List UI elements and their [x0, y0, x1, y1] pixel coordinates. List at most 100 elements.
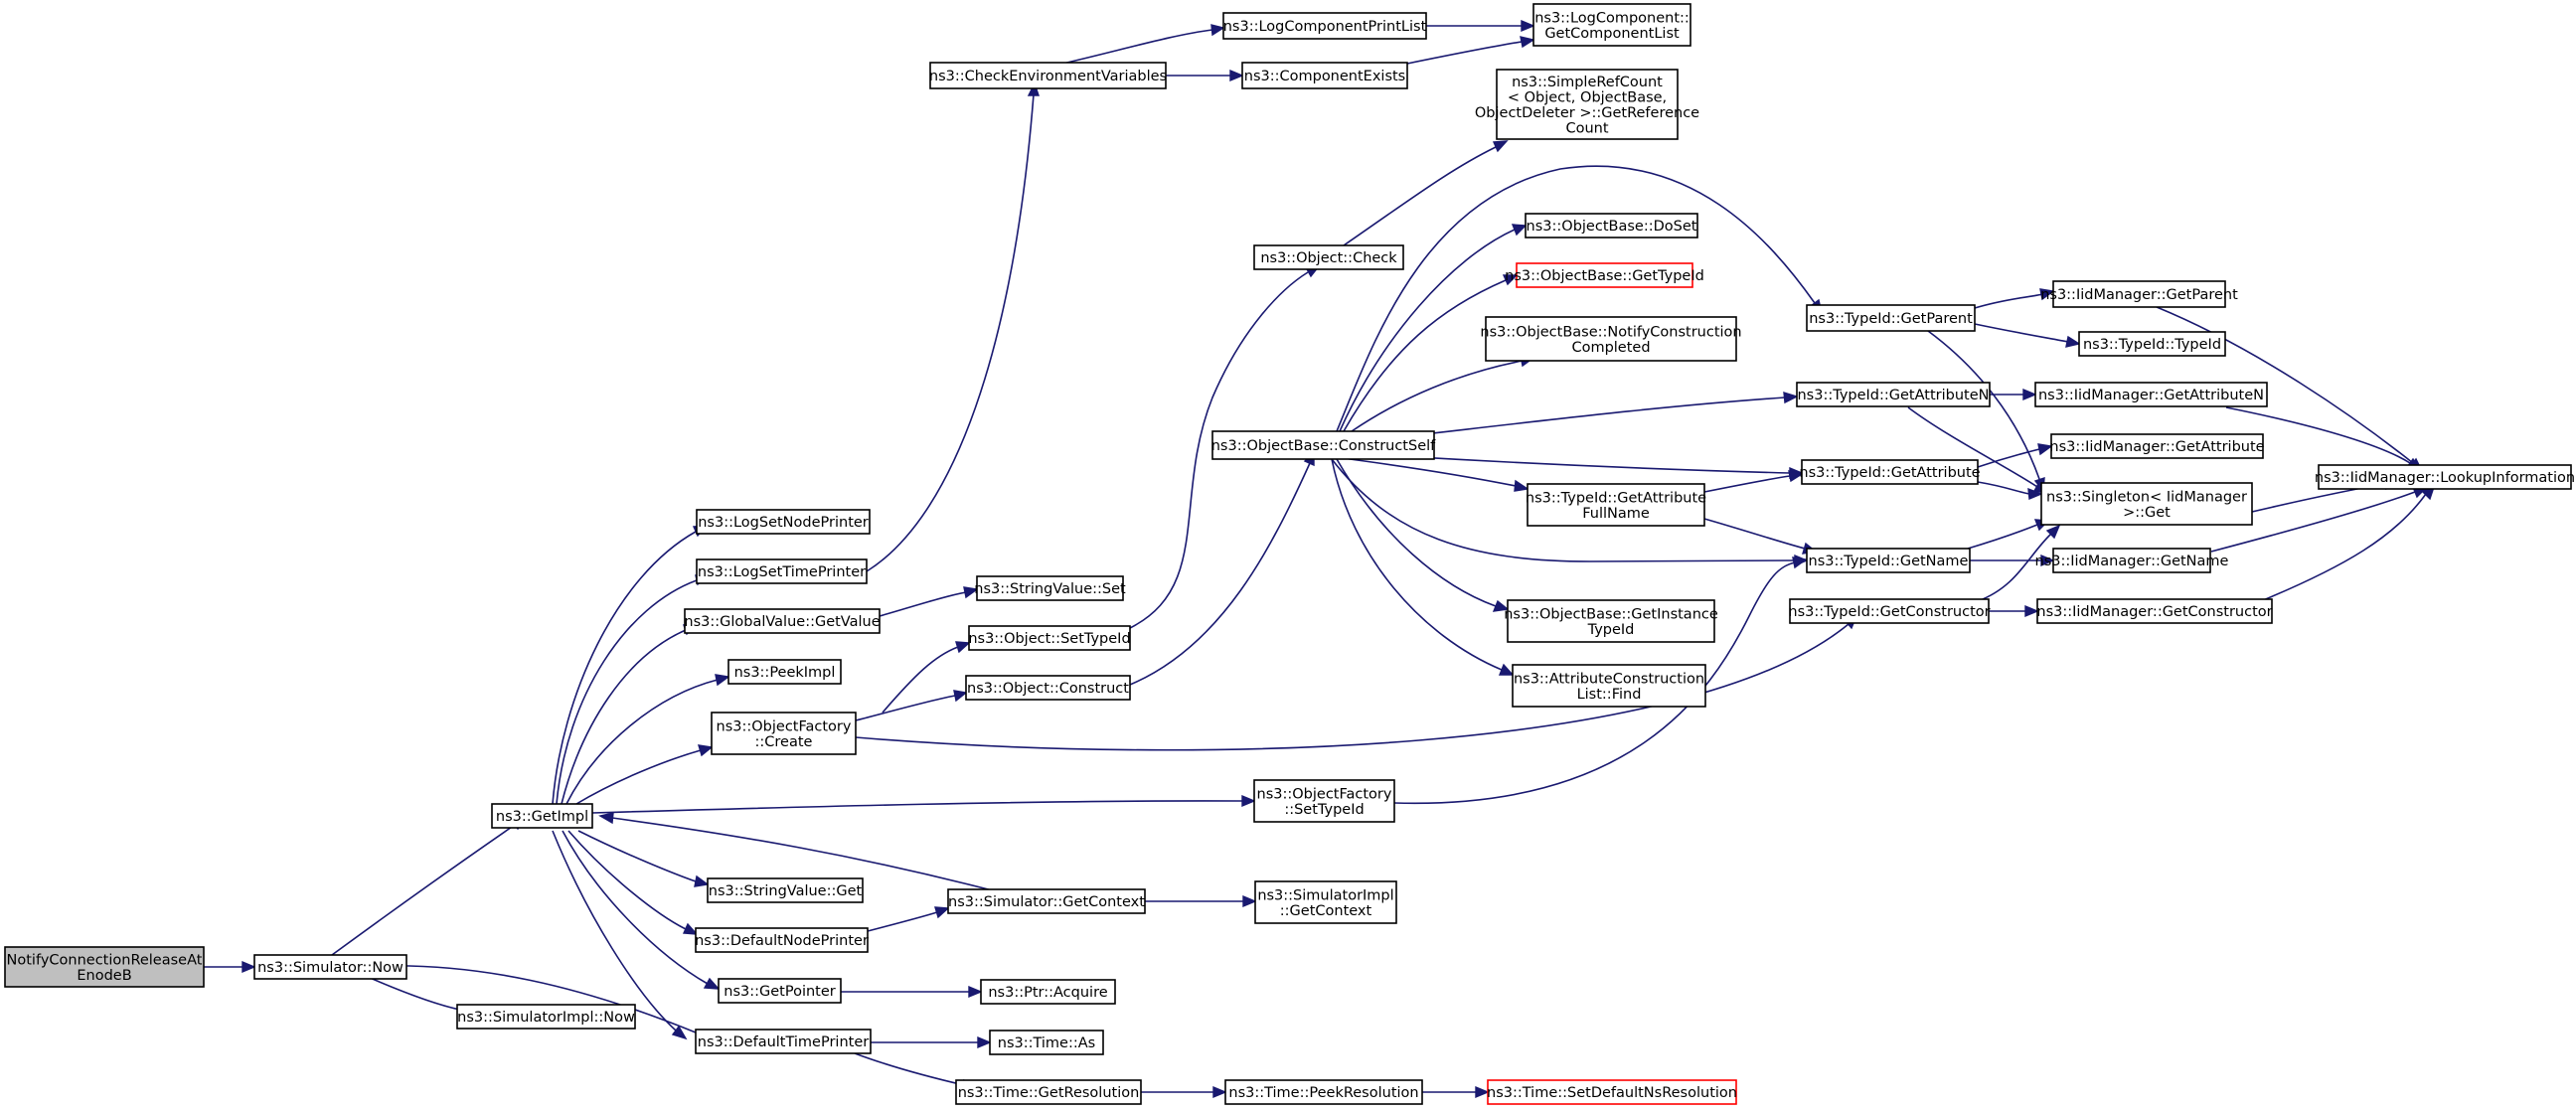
node-ob-get-type-id[interactable]: ns3::ObjectBase::GetTypeId [1505, 262, 1704, 288]
node-label: ns3::Ptr::Acquire [988, 985, 1107, 1001]
node-label: ns3::LogSetNodePrinter [698, 515, 869, 531]
node-box [965, 675, 1131, 701]
node-label: ns3::Object::Check [1260, 250, 1397, 266]
node-box [955, 1079, 1142, 1105]
edge-typeid-getname-to-singleton-get [1967, 519, 2050, 550]
node-box [4, 946, 205, 988]
node-sv-get[interactable]: ns3::StringValue::Get [707, 877, 864, 903]
edge-constructself-to-getattributefullname [1334, 456, 1530, 492]
node-label: ns3::TypeId::GetAttribute [1526, 490, 1706, 506]
node-box [1527, 483, 1705, 527]
node-iid-lookup[interactable]: ns3::IidManager::LookupInformation [2315, 464, 2575, 490]
node-label: ns3::IidManager::GetAttributeN [2038, 388, 2264, 403]
node-ob-construct-self[interactable]: ns3::ObjectBase::ConstructSelf [1211, 430, 1436, 460]
node-of-set-type-id[interactable]: ns3::ObjectFactory::SetTypeId [1253, 779, 1395, 823]
node-log-comp-print[interactable]: ns3::LogComponentPrintList [1222, 12, 1427, 40]
node-box [2034, 382, 2268, 407]
node-box [2036, 598, 2273, 624]
node-tid-get-attr-n[interactable]: ns3::TypeId::GetAttributeN [1796, 382, 1991, 407]
node-of-create[interactable]: ns3::ObjectFactory::Create [711, 712, 857, 755]
node-iid-get-parent[interactable]: ns3::IidManager::GetParent [2040, 280, 2238, 308]
node-peek-impl[interactable]: ns3::PeekImpl [727, 659, 842, 685]
node-label: ns3::IidManager::GetName [2035, 554, 2229, 569]
edge-objectfactory-create-to-object-settypeid [882, 641, 971, 714]
node-log-set-node[interactable]: ns3::LogSetNodePrinter [696, 509, 871, 535]
node-time-set-def-ns[interactable]: ns3::Time::SetDefaultNsResolution [1487, 1079, 1737, 1105]
node-obj-check[interactable]: ns3::Object::Check [1253, 244, 1404, 270]
node-sim-impl-now[interactable]: ns3::SimulatorImpl::Now [456, 1004, 636, 1030]
node-gv-get-value[interactable]: ns3::GlobalValue::GetValue [684, 608, 881, 634]
node-ob-notify[interactable]: ns3::ObjectBase::NotifyConstructionCompl… [1480, 316, 1742, 362]
node-time-as[interactable]: ns3::Time::As [989, 1030, 1104, 1055]
node-label: ns3::IidManager::LookupInformation [2315, 470, 2575, 486]
node-label: ns3::ObjectBase::GetTypeId [1505, 268, 1704, 284]
node-label: ns3::StringValue::Set [974, 581, 1126, 597]
node-box [1806, 548, 1971, 573]
node-label: ns3::IidManager::GetParent [2040, 287, 2238, 303]
edge-simulator-getcontext-to-simulatorimpl-getcontext [1145, 894, 1257, 908]
node-box [695, 927, 869, 953]
node-comp-exists[interactable]: ns3::ComponentExists [1241, 62, 1408, 89]
node-box [1241, 62, 1408, 89]
node-log-comp-get[interactable]: ns3::LogComponent::GetComponentList [1532, 3, 1691, 47]
edge-constructself-to-objectbase-doset [1339, 224, 1528, 432]
node-box [727, 659, 842, 685]
node-label: ns3::Object::Construct [967, 681, 1129, 697]
node-label: ns3::LogComponentPrintList [1223, 19, 1427, 35]
node-box [1253, 779, 1395, 823]
node-label: ns3::LogComponent:: [1534, 10, 1690, 26]
node-tid-get-parent[interactable]: ns3::TypeId::GetParent [1806, 304, 1976, 332]
edge-root-to-simulator-now [204, 960, 256, 974]
node-obj-set-type-id[interactable]: ns3::Object::SetTypeId [968, 625, 1131, 651]
node-box [1211, 430, 1435, 460]
node-tid-get-name[interactable]: ns3::TypeId::GetName [1806, 548, 1971, 573]
node-def-node-printer[interactable]: ns3::DefaultNodePrinter [695, 927, 869, 953]
node-box [696, 558, 868, 584]
node-iid-get-ctor[interactable]: ns3::IidManager::GetConstructor [2036, 598, 2273, 624]
edge-constructself-to-getinstancetypeid [1336, 458, 1510, 612]
node-iid-get-attr[interactable]: ns3::IidManager::GetAttribute [2049, 433, 2265, 459]
node-label: ns3::Time::SetDefaultNsResolution [1487, 1085, 1737, 1101]
node-box [1485, 316, 1737, 362]
node-tid-get-ctor[interactable]: ns3::TypeId::GetConstructor [1788, 598, 1991, 624]
node-label: ns3::TypeId::GetAttribute [1799, 465, 1980, 481]
node-log-set-time[interactable]: ns3::LogSetTimePrinter [696, 558, 868, 584]
node-label: ns3::DefaultTimePrinter [698, 1034, 869, 1050]
node-check-env[interactable]: ns3::CheckEnvironmentVariables [929, 62, 1167, 89]
node-label: ns3::GlobalValue::GetValue [684, 614, 880, 630]
node-sim-now[interactable]: ns3::Simulator::Now [253, 954, 407, 980]
node-tid-get-attr[interactable]: ns3::TypeId::GetAttribute [1799, 459, 1981, 485]
node-time-peek-res[interactable]: ns3::Time::PeekResolution [1224, 1079, 1423, 1105]
edge-constructself-to-typeid-getname [1331, 458, 1809, 567]
node-ob-do-set[interactable]: ns3::ObjectBase::DoSet [1525, 213, 1698, 238]
node-get-impl[interactable]: ns3::GetImpl [491, 803, 593, 829]
node-def-time-printer[interactable]: ns3::DefaultTimePrinter [695, 1029, 872, 1054]
node-box [253, 954, 407, 980]
node-box [947, 888, 1146, 914]
node-iid-get-name[interactable]: ns3::IidManager::GetName [2035, 548, 2229, 573]
node-sim-get-context[interactable]: ns3::Simulator::GetContext [947, 888, 1146, 914]
node-get-pointer[interactable]: ns3::GetPointer [718, 978, 842, 1004]
node-src-get-ref[interactable]: ns3::SimpleRefCount< Object, ObjectBase,… [1475, 69, 1699, 140]
edge-constructself-to-typeid-getparent [1336, 165, 1824, 432]
node-label: ns3::Object::SetTypeId [968, 631, 1130, 647]
node-box [980, 979, 1116, 1005]
node-label: Count [1565, 120, 1608, 136]
node-box [1806, 304, 1976, 332]
node-label: ns3::ObjectFactory [717, 718, 852, 734]
node-time-get-res[interactable]: ns3::Time::GetResolution [955, 1079, 1142, 1105]
node-box [1253, 244, 1404, 270]
node-ptr-acquire[interactable]: ns3::Ptr::Acquire [980, 979, 1116, 1005]
node-iid-get-attr-n[interactable]: ns3::IidManager::GetAttributeN [2034, 382, 2268, 407]
node-tid-type-id[interactable]: ns3::TypeId::TypeId [2078, 331, 2226, 357]
node-obj-construct[interactable]: ns3::Object::Construct [965, 675, 1131, 701]
edge-getimpl-to-stringvalue-get [577, 830, 710, 887]
node-sim-impl-get-ctx[interactable]: ns3::SimulatorImpl::GetContext [1254, 880, 1397, 924]
node-singleton-get[interactable]: ns3::Singleton< IidManager >::Get [2040, 482, 2253, 526]
node-box [2052, 548, 2211, 573]
node-sv-set[interactable]: ns3::StringValue::Set [974, 575, 1126, 601]
